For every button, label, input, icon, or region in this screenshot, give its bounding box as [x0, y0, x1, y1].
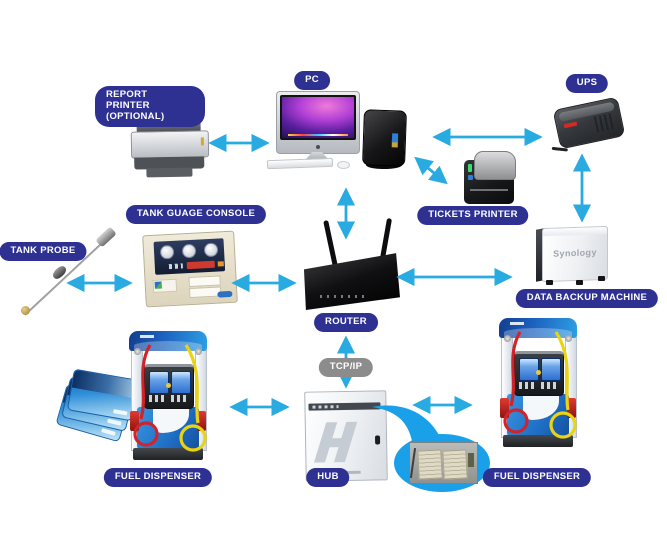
- pc-label: PC: [294, 71, 330, 90]
- hub-lock: [374, 435, 381, 445]
- dispenser-display: [171, 371, 191, 394]
- pc-imac-image: [276, 91, 360, 154]
- router-label: ROUTER: [314, 313, 378, 332]
- console-led-display: [186, 260, 215, 270]
- arrow-pc-tickets-printer: [414, 156, 448, 185]
- nozzle-holster: [567, 398, 576, 418]
- nozzle-holster: [500, 398, 509, 418]
- pc-keyboard-image: [266, 157, 334, 170]
- probe-head: [95, 226, 117, 248]
- dispenser-hoses: [503, 331, 577, 439]
- dispenser-hoses: [133, 344, 207, 452]
- tank-probe-label: TANK PROBE: [0, 242, 87, 261]
- terminal-board: [417, 449, 443, 480]
- data-backup-machine-label: DATA BACKUP MACHINE: [515, 289, 659, 308]
- tickets-printer-image: [464, 151, 516, 204]
- tank-guage-console-image: [142, 230, 238, 308]
- imac-screen: [280, 95, 356, 140]
- data-backup-machine-image: Synology: [536, 225, 608, 285]
- printer-led: [468, 164, 472, 172]
- report-printer-label: REPORT PRINTER (OPTIONAL): [95, 86, 205, 127]
- tank-guage-console-label: TANK GUAGE CONSOLE: [125, 205, 267, 224]
- dispenser-display: [149, 371, 169, 394]
- synology-brand-text: Synology: [553, 247, 597, 259]
- probe-tip: [21, 306, 30, 315]
- ups-label: UPS: [565, 74, 609, 93]
- fuel-dispenser-right-image: [492, 318, 584, 450]
- ups-image: [551, 96, 626, 152]
- minipc-sticker: [391, 133, 399, 143]
- fuel-dispenser-left-label: FUEL DISPENSER: [103, 468, 213, 487]
- pc-minipc-image: [362, 109, 407, 167]
- nozzle-holster: [197, 411, 206, 431]
- gauge-dial: [159, 244, 175, 260]
- gauge-dial: [181, 243, 197, 259]
- gauge-dial: [203, 242, 219, 258]
- dispenser-display: [519, 358, 539, 381]
- hub-internals-photo: [409, 442, 478, 484]
- fuel-dispenser-left-image: [122, 331, 214, 463]
- nozzle-holster: [130, 411, 139, 431]
- hub-logo-mark: [313, 421, 370, 463]
- report-printer-image: [130, 118, 210, 178]
- printer-button: [468, 175, 473, 180]
- terminal-board: [442, 449, 468, 480]
- hub-label: HUB: [306, 468, 350, 487]
- pc-mouse-image: [337, 161, 350, 169]
- router-antenna: [323, 219, 338, 268]
- imac-stand: [303, 152, 331, 163]
- tickets-printer-label: TICKETS PRINTER: [417, 206, 529, 225]
- fuel-dispenser-right-label: FUEL DISPENSER: [482, 468, 592, 487]
- imac-logo-dot: [316, 145, 320, 149]
- router-image: [303, 253, 400, 310]
- ups-brand-mark: [563, 121, 578, 129]
- tcpip-badge: TCP/IP: [318, 358, 374, 377]
- dispenser-display: [541, 358, 561, 381]
